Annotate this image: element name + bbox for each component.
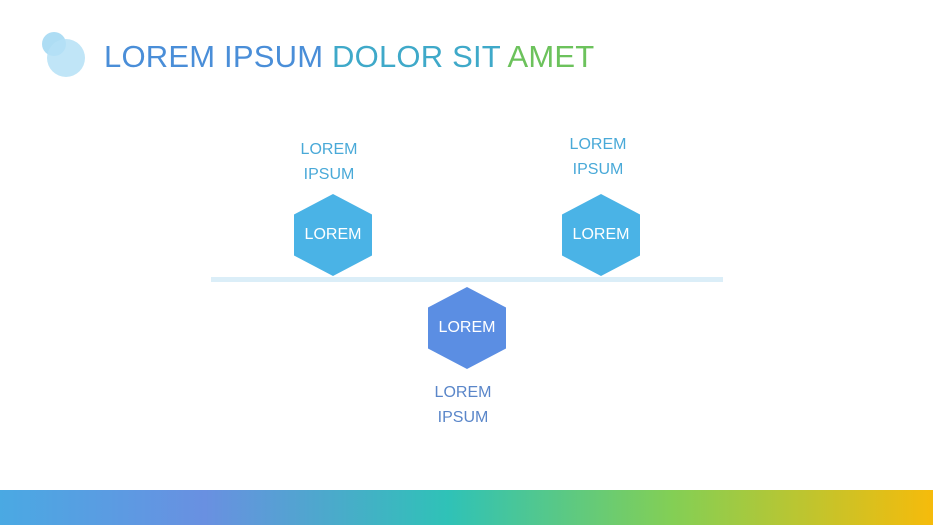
node-3-caption-line-1: LOREM: [569, 136, 627, 153]
hexagon-shape: [428, 287, 506, 369]
node-2-label: LOREM: [438, 319, 496, 336]
node-3-caption: LOREM IPSUM: [543, 132, 653, 182]
node-1-caption-line-1: LOREM: [300, 141, 358, 158]
node-2-hexagon: LOREM: [428, 287, 506, 369]
node-1-caption: LOREM IPSUM: [274, 137, 384, 187]
title-part-3: AMET: [507, 39, 595, 74]
node-1-caption-line-2: IPSUM: [303, 166, 355, 183]
hexagon-shape: [562, 194, 640, 276]
timeline-line: [211, 277, 723, 282]
title-part-1: LOREM IPSUM: [104, 39, 333, 74]
node-3-label: LOREM: [572, 226, 630, 243]
title-part-2: DOLOR SIT: [332, 39, 508, 74]
footer-gradient-bar: [0, 490, 933, 525]
node-3-caption-line-2: IPSUM: [572, 161, 624, 178]
node-2-caption-line-2: IPSUM: [437, 409, 489, 426]
hexagon-shape: [294, 194, 372, 276]
overlapping-circles-icon: [42, 32, 85, 77]
node-3-hexagon: LOREM: [562, 194, 640, 276]
page-title: LOREM IPSUM DOLOR SIT AMET: [104, 38, 594, 76]
node-1-label: LOREM: [304, 226, 362, 243]
node-2-caption-line-1: LOREM: [434, 384, 492, 401]
node-2-caption: LOREM IPSUM: [408, 380, 518, 430]
node-1-hexagon: LOREM: [294, 194, 372, 276]
